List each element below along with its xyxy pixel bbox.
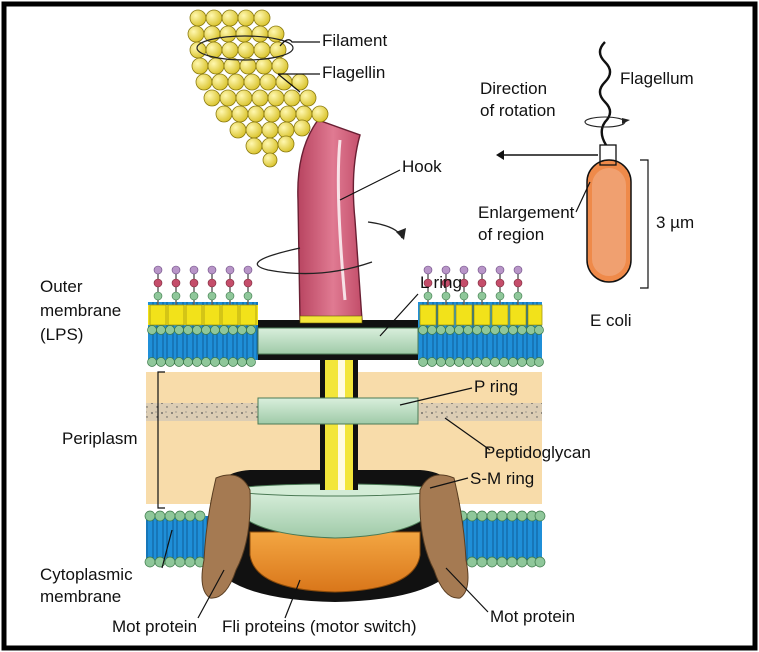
hook xyxy=(298,120,362,320)
fli-proteins xyxy=(250,532,420,592)
label-peptidoglycan: Peptidoglycan xyxy=(484,443,591,462)
label-size: 3 µm xyxy=(656,213,694,232)
label-enlargement-line1: Enlargement xyxy=(478,203,575,222)
label-direction-line2: of rotation xyxy=(480,101,556,120)
label-hook: Hook xyxy=(402,157,442,176)
label-filament: Filament xyxy=(322,31,387,50)
label-outer-line3: (LPS) xyxy=(40,325,83,344)
label-flagellin: Flagellin xyxy=(322,63,385,82)
label-outer-line1: Outer xyxy=(40,277,83,296)
label-outer-line2: membrane xyxy=(40,301,121,320)
label-direction-line1: Direction xyxy=(480,79,547,98)
label-mot-right: Mot protein xyxy=(490,607,575,626)
label-mot-left: Mot protein xyxy=(112,617,197,636)
label-periplasm: Periplasm xyxy=(62,429,138,448)
label-cyto-line1: Cytoplasmic xyxy=(40,565,133,584)
label-p-ring: P ring xyxy=(474,377,518,396)
label-fli: Fli proteins (motor switch) xyxy=(222,617,417,636)
l-ring xyxy=(258,328,418,354)
label-sm-ring: S-M ring xyxy=(470,469,534,488)
label-l-ring: L ring xyxy=(420,273,462,292)
label-enlargement-line2: of region xyxy=(478,225,544,244)
label-flagellum: Flagellum xyxy=(620,69,694,88)
p-ring xyxy=(258,398,418,424)
label-ecoli: E coli xyxy=(590,311,632,330)
label-cyto-line2: membrane xyxy=(40,587,121,606)
